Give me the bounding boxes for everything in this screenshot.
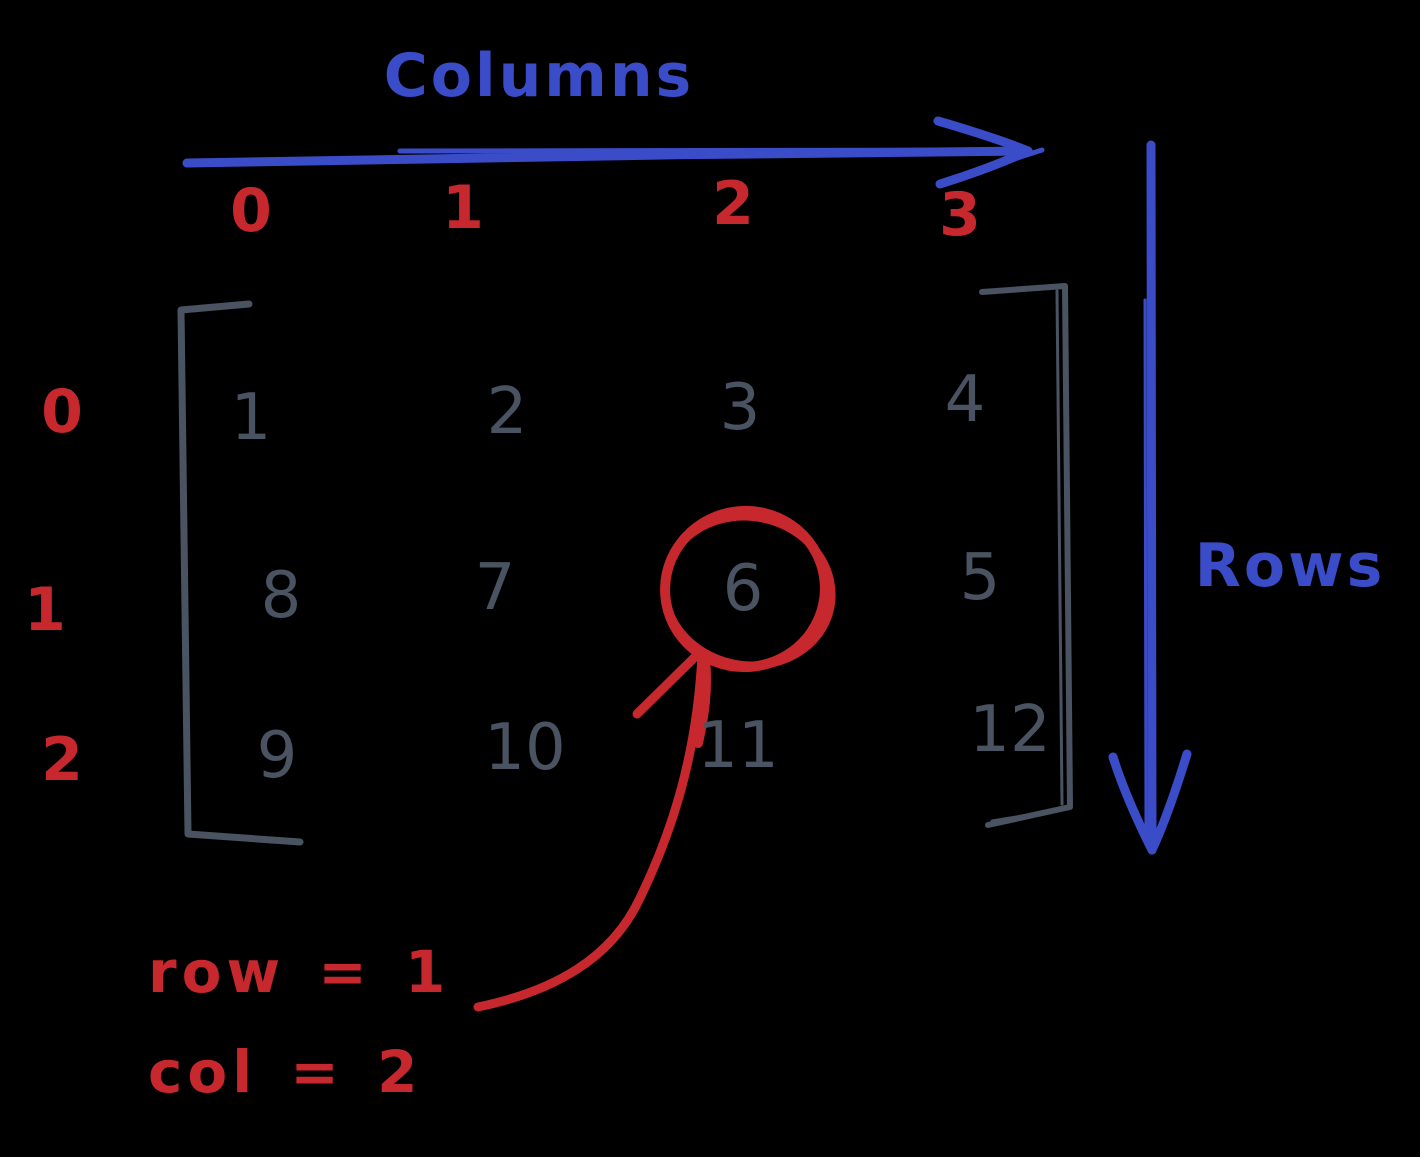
rows-label: Rows xyxy=(1194,531,1386,601)
annotation-arrow-shaft xyxy=(473,650,707,1012)
rows-arrow-head-left-barb xyxy=(1108,752,1157,855)
matrix-left-bracket xyxy=(177,300,304,846)
rows-arrow-shaft xyxy=(1146,140,1157,851)
matrix-cell-r1c3: 5 xyxy=(959,541,1001,615)
matrix-cell-r2c0: 9 xyxy=(256,719,298,793)
column-index-3: 3 xyxy=(939,180,981,250)
columns-arrow-head-extra-stroke xyxy=(1005,147,1045,164)
rows-arrow-head-right-barb xyxy=(1147,749,1192,855)
matrix-cell-r0c2: 3 xyxy=(719,371,761,445)
column-index-2: 2 xyxy=(712,169,754,239)
highlight-circle-stroke-2 xyxy=(660,512,836,670)
matrix-cell-r1c0: 8 xyxy=(260,559,302,633)
row-index-2: 2 xyxy=(41,725,83,795)
matrix-cell-r0c0: 1 xyxy=(230,381,272,455)
right-bracket-double-stroke xyxy=(1055,289,1064,806)
matrix-cell-r2c1: 10 xyxy=(484,711,566,785)
rows-arrow-shaft-double-stroke xyxy=(1143,298,1148,838)
column-index-0: 0 xyxy=(230,176,272,246)
highlight-circle xyxy=(660,505,836,673)
columns-arrow-shaft-double-stroke xyxy=(397,146,1023,154)
matrix-cell-r0c3: 4 xyxy=(944,363,986,437)
right-bracket-tick-double-stroke xyxy=(990,811,1042,823)
annotation-row-text: row = 1 xyxy=(148,938,451,1006)
matrix-cell-r1c1: 7 xyxy=(474,551,516,625)
columns-label: Columns xyxy=(383,41,695,111)
row-index-1: 1 xyxy=(24,575,66,645)
column-index-1: 1 xyxy=(442,173,484,243)
matrix-cell-r2c3: 12 xyxy=(969,693,1051,767)
row-index-0: 0 xyxy=(41,377,83,447)
annotation-arrow-left-barb xyxy=(632,646,706,719)
rows-axis-arrow xyxy=(1108,140,1192,855)
matrix-cell-r1c2-highlighted: 6 xyxy=(722,552,764,626)
columns-arrow-head-upper-barb xyxy=(933,116,1033,156)
left-bracket-stroke xyxy=(177,300,304,846)
matrix-cell-r2c2: 11 xyxy=(697,709,779,783)
annotation-arrow-right-barb xyxy=(693,654,711,748)
annotation-col-text: col = 2 xyxy=(148,1038,423,1106)
matrix-cell-r0c1: 2 xyxy=(486,375,528,449)
matrix-right-bracket xyxy=(979,283,1073,828)
annotation-arrow xyxy=(473,646,711,1012)
columns-axis-arrow xyxy=(182,116,1045,189)
